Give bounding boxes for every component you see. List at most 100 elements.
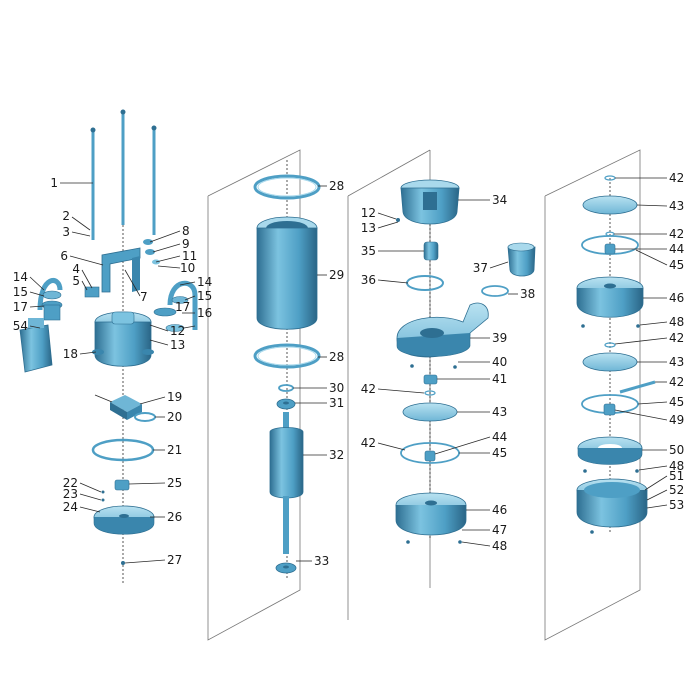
outlet-37 [507,246,536,277]
label-14b: 14 [197,275,212,289]
o-ring-20 [134,412,156,422]
rod-left-cap [90,127,96,133]
label-17a: 17 [13,300,28,314]
label-36: 36 [361,273,376,287]
handle-bracket [101,247,141,293]
screw-47 [458,540,462,544]
label-19: 19 [167,390,182,404]
label-42a: 42 [361,382,376,396]
cover-foot-left [92,349,104,355]
label-41: 41 [492,372,507,386]
label-33: 33 [314,554,329,568]
gland-nut-left [43,304,61,321]
leaders [29,177,668,564]
label-17b: 17 [175,300,190,314]
screw-48a [406,540,410,544]
label-44b: 44 [669,242,684,256]
column-2-parts [253,160,321,580]
impeller-plate-43 [402,402,458,422]
screw-12b [396,218,400,222]
o-ring-42a [424,390,436,396]
cable-right [167,280,198,330]
rod-center-cap [120,109,126,115]
label-24: 24 [63,500,78,514]
cable-42f [619,380,656,394]
label-40: 40 [492,355,507,369]
nut-41 [423,374,438,385]
float-switch-top [28,318,44,328]
screw-27 [121,561,125,565]
label-45c: 45 [669,395,684,409]
gland-17-right [153,307,177,317]
seal-ring-28-bottom [253,343,321,369]
label-43b: 43 [669,199,684,213]
label-20: 20 [167,410,182,424]
label-30: 30 [329,381,344,395]
rod-right-cap [151,125,157,131]
label-42d: 42 [669,227,684,241]
label-14a: 14 [13,270,28,284]
screw-48c2 [635,469,639,473]
label-46b: 46 [669,291,684,305]
handle-bracket-right [132,256,140,292]
label-49: 49 [669,413,684,427]
label-13a: 13 [170,338,185,352]
label-10: 10 [180,261,195,275]
label-4: 4 [72,262,80,276]
label-48b: 48 [669,315,684,329]
label-50: 50 [669,443,684,457]
seal-ring-28-top [253,174,321,200]
label-11: 11 [182,249,197,263]
bush-44a [424,450,436,462]
label-8: 8 [182,224,190,238]
label-22: 22 [63,476,78,490]
o-ring-42e [604,342,616,348]
label-13b: 13 [361,221,376,235]
screw-22 [101,490,105,494]
o-ring-38 [481,285,509,297]
label-35: 35 [361,244,376,258]
label-43c: 43 [669,355,684,369]
label-32: 32 [329,448,344,462]
label-43a: 43 [492,405,507,419]
part-labels: 1 2 3 6 4 5 7 8 9 11 10 14 15 17 54 14 1… [13,171,685,568]
screw-53 [590,530,594,534]
mech-seal-35 [423,241,439,261]
label-42f: 42 [669,375,684,389]
label-7: 7 [140,290,148,304]
label-42c: 42 [669,171,684,185]
motor-cover-boss [111,311,135,325]
label-25: 25 [167,476,182,490]
label-3: 3 [62,225,70,239]
label-6: 6 [60,249,68,263]
plate-43b [582,195,638,215]
cable-left [37,278,63,311]
label-15b: 15 [197,289,212,303]
plate-43c [582,352,638,372]
bush-49 [603,403,616,416]
label-54: 54 [13,319,28,333]
cable-clamp [84,286,100,298]
label-1: 1 [50,176,58,190]
screw-48c1 [583,469,587,473]
label-16: 16 [197,306,212,320]
label-45a: 45 [492,446,507,460]
label-12b: 12 [361,206,376,220]
screw-23 [101,498,105,502]
label-44a: 44 [492,430,507,444]
cover-foot-right [142,349,154,355]
label-34: 34 [492,193,507,207]
label-53: 53 [669,498,684,512]
label-39: 39 [492,331,507,345]
gland-15-left [42,290,62,300]
label-5: 5 [72,274,80,288]
capacitor [110,395,142,412]
screw-48b1 [581,324,585,328]
bush-44b [604,243,616,255]
label-12a: 12 [170,324,185,338]
screw-40b [453,365,457,369]
label-28a: 28 [329,179,344,193]
column-1-parts [19,109,198,585]
label-45b: 45 [669,258,684,272]
